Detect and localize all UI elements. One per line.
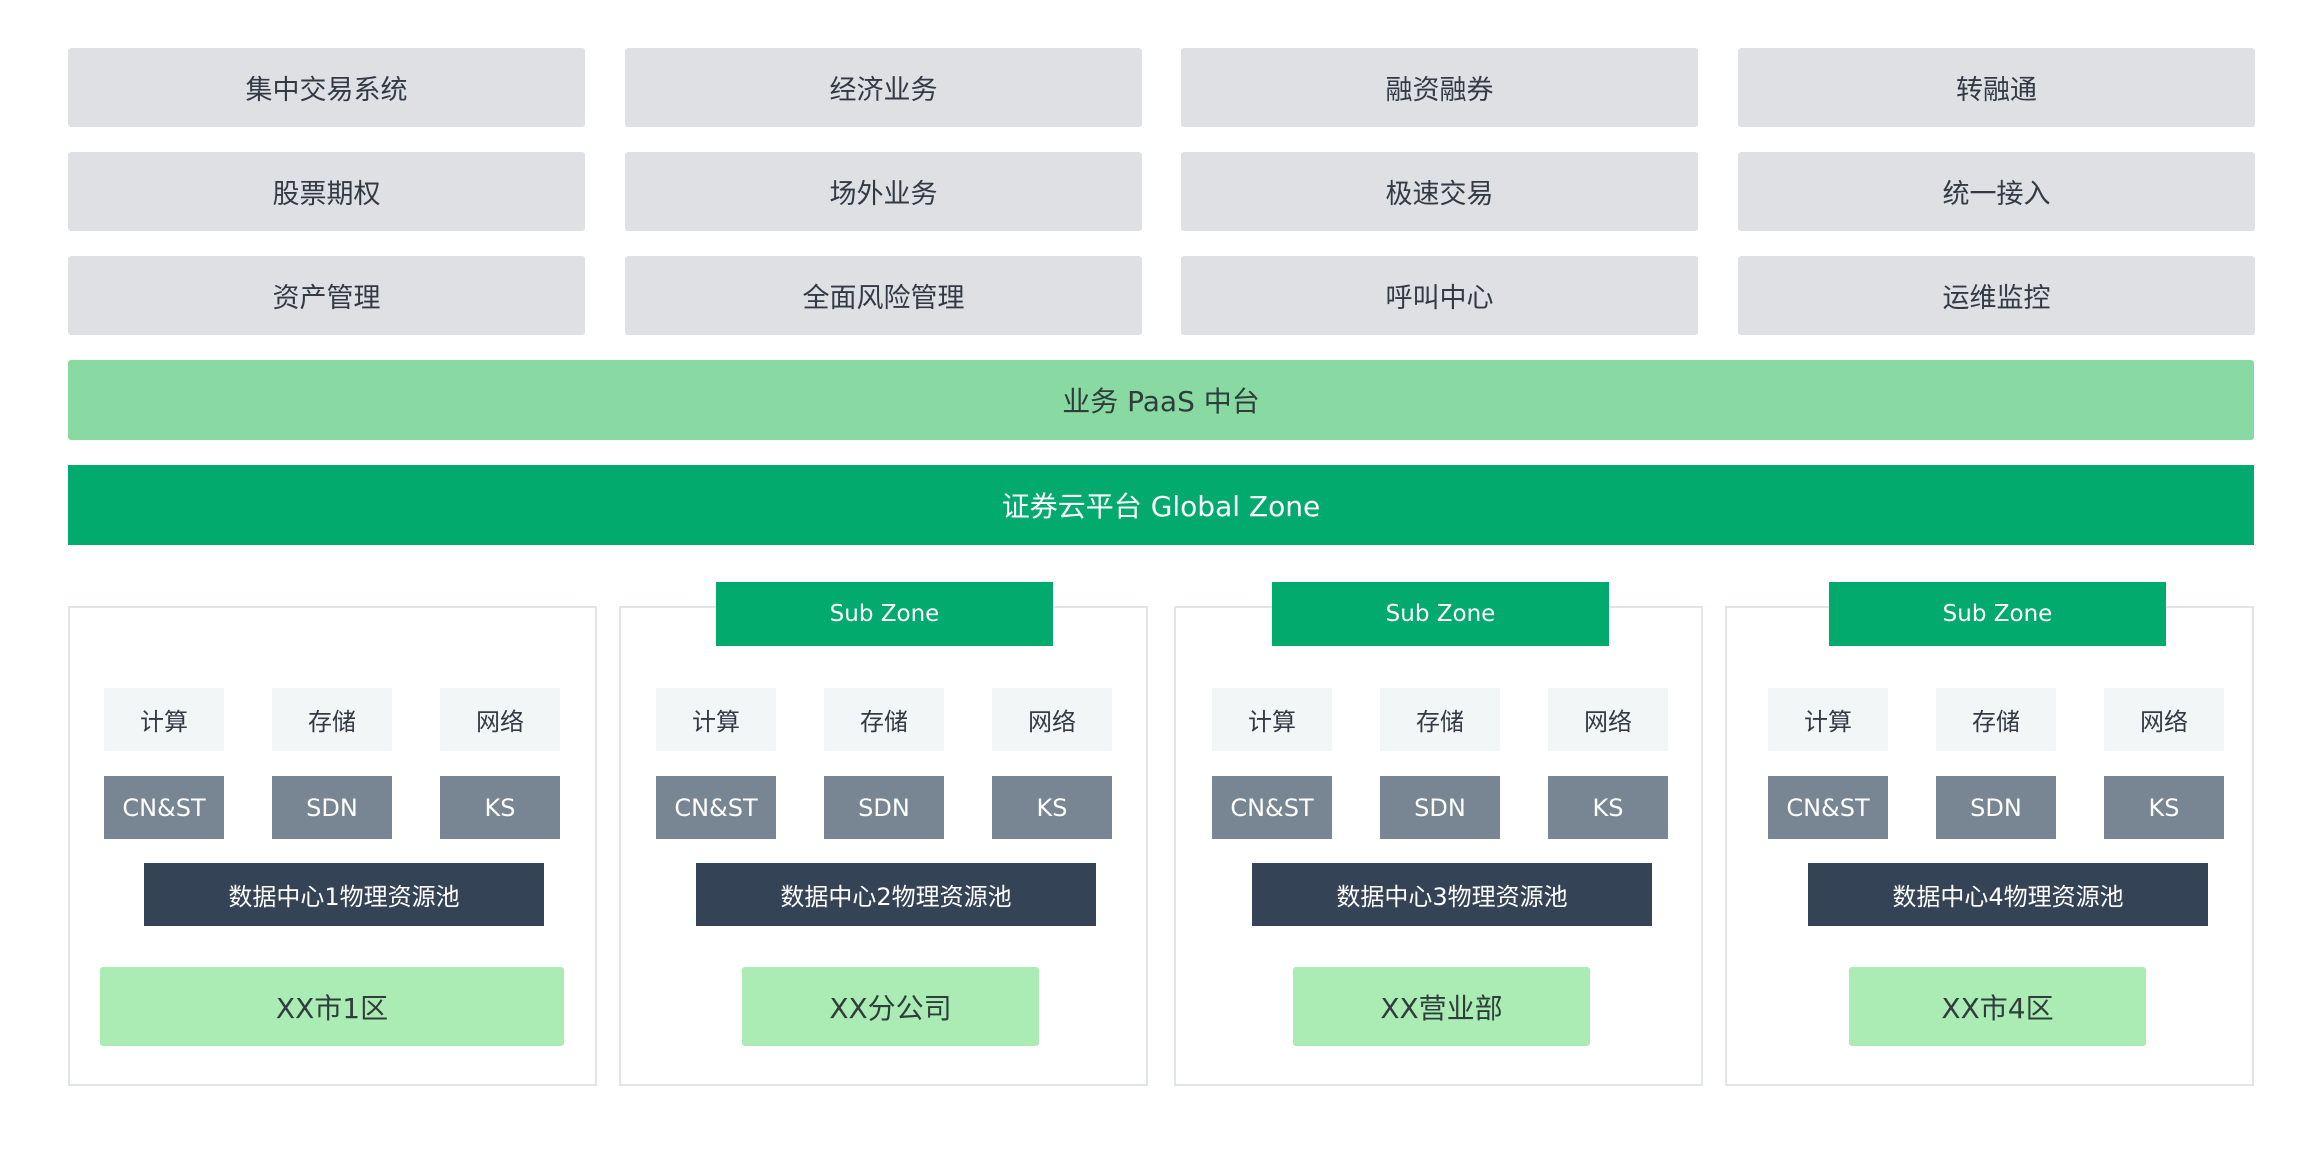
module-margin-trading: 融资融券 — [1181, 48, 1698, 127]
sdn-cell: SDN — [824, 776, 944, 839]
storage-cell: 存储 — [824, 688, 944, 751]
network-cell: 网络 — [2104, 688, 2224, 751]
resource-pool: 数据中心3物理资源池 — [1252, 863, 1652, 926]
network-cell: 网络 — [440, 688, 560, 751]
paas-platform-bar: 业务 PaaS 中台 — [68, 360, 2254, 440]
cnst-cell: CN&ST — [1212, 776, 1332, 839]
module-refinancing: 转融通 — [1738, 48, 2255, 127]
resource-pool: 数据中心2物理资源池 — [696, 863, 1096, 926]
storage-cell: 存储 — [272, 688, 392, 751]
cnst-cell: CN&ST — [104, 776, 224, 839]
compute-cell: 计算 — [656, 688, 776, 751]
ks-cell: KS — [1548, 776, 1668, 839]
network-cell: 网络 — [1548, 688, 1668, 751]
compute-cell: 计算 — [1768, 688, 1888, 751]
sdn-cell: SDN — [1936, 776, 2056, 839]
storage-cell: 存储 — [1936, 688, 2056, 751]
branch-label: XX营业部 — [1293, 967, 1590, 1046]
cnst-cell: CN&ST — [656, 776, 776, 839]
module-stock-options: 股票期权 — [68, 152, 585, 231]
module-ops-monitoring: 运维监控 — [1738, 256, 2255, 335]
module-economic-business: 经济业务 — [625, 48, 1142, 127]
subzone-tab: Sub Zone — [1272, 582, 1609, 646]
branch-label: XX分公司 — [742, 967, 1039, 1046]
network-cell: 网络 — [992, 688, 1112, 751]
resource-pool: 数据中心4物理资源池 — [1808, 863, 2208, 926]
resource-pool: 数据中心1物理资源池 — [144, 863, 544, 926]
ks-cell: KS — [992, 776, 1112, 839]
sdn-cell: SDN — [1380, 776, 1500, 839]
storage-cell: 存储 — [1380, 688, 1500, 751]
compute-cell: 计算 — [104, 688, 224, 751]
global-zone-bar: 证券云平台 Global Zone — [68, 465, 2254, 545]
subzone-tab: Sub Zone — [1829, 582, 2166, 646]
zone-3-box — [1174, 606, 1703, 1086]
module-unified-access: 统一接入 — [1738, 152, 2255, 231]
module-rapid-trading: 极速交易 — [1181, 152, 1698, 231]
module-centralized-trading: 集中交易系统 — [68, 48, 585, 127]
module-asset-management: 资产管理 — [68, 256, 585, 335]
sdn-cell: SDN — [272, 776, 392, 839]
ks-cell: KS — [2104, 776, 2224, 839]
ks-cell: KS — [440, 776, 560, 839]
module-otc-business: 场外业务 — [625, 152, 1142, 231]
subzone-tab: Sub Zone — [716, 582, 1053, 646]
module-risk-management: 全面风险管理 — [625, 256, 1142, 335]
compute-cell: 计算 — [1212, 688, 1332, 751]
module-call-center: 呼叫中心 — [1181, 256, 1698, 335]
branch-label: XX市1区 — [100, 967, 564, 1046]
cnst-cell: CN&ST — [1768, 776, 1888, 839]
branch-label: XX市4区 — [1849, 967, 2146, 1046]
